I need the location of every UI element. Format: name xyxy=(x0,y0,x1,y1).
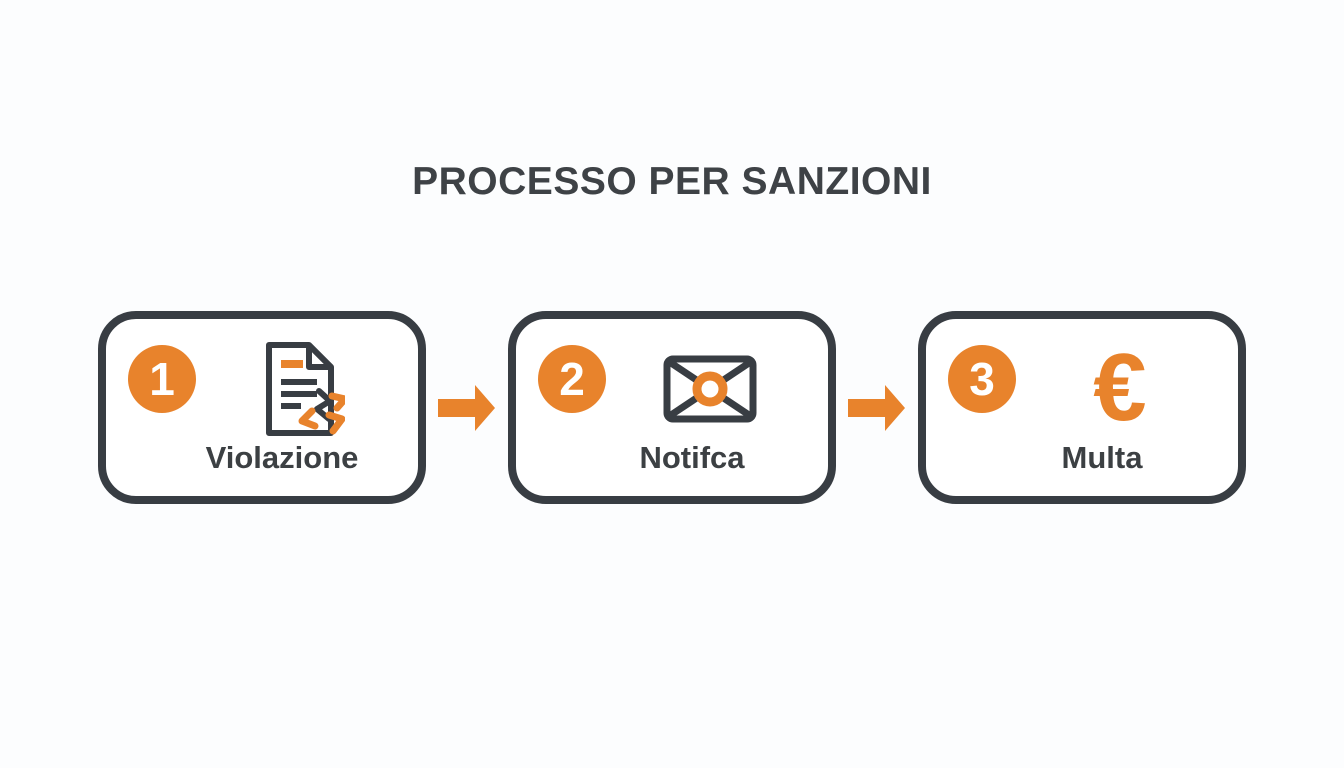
process-flow: 1 Violazione xyxy=(0,311,1344,504)
step-number-badge: 1 xyxy=(128,345,196,413)
step-number-badge: 3 xyxy=(948,345,1016,413)
step-box-violazione: 1 Violazione xyxy=(98,311,426,504)
step-label: Violazione xyxy=(205,440,359,475)
right-arrow-icon xyxy=(438,384,496,432)
step-label: Multa xyxy=(1061,440,1143,475)
step-box-notifica: 2 Notifca xyxy=(508,311,836,504)
step-label: Notifca xyxy=(639,440,745,475)
diagram-title: PROCESSO PER SANZIONI xyxy=(412,160,932,203)
sealed-envelope-icon xyxy=(662,354,758,429)
torn-document-icon xyxy=(255,339,349,444)
step-box-multa: 3 € Multa xyxy=(918,311,1246,504)
right-arrow-icon xyxy=(848,384,906,432)
step-number-badge: 2 xyxy=(538,345,606,413)
euro-icon: € xyxy=(1093,334,1147,441)
